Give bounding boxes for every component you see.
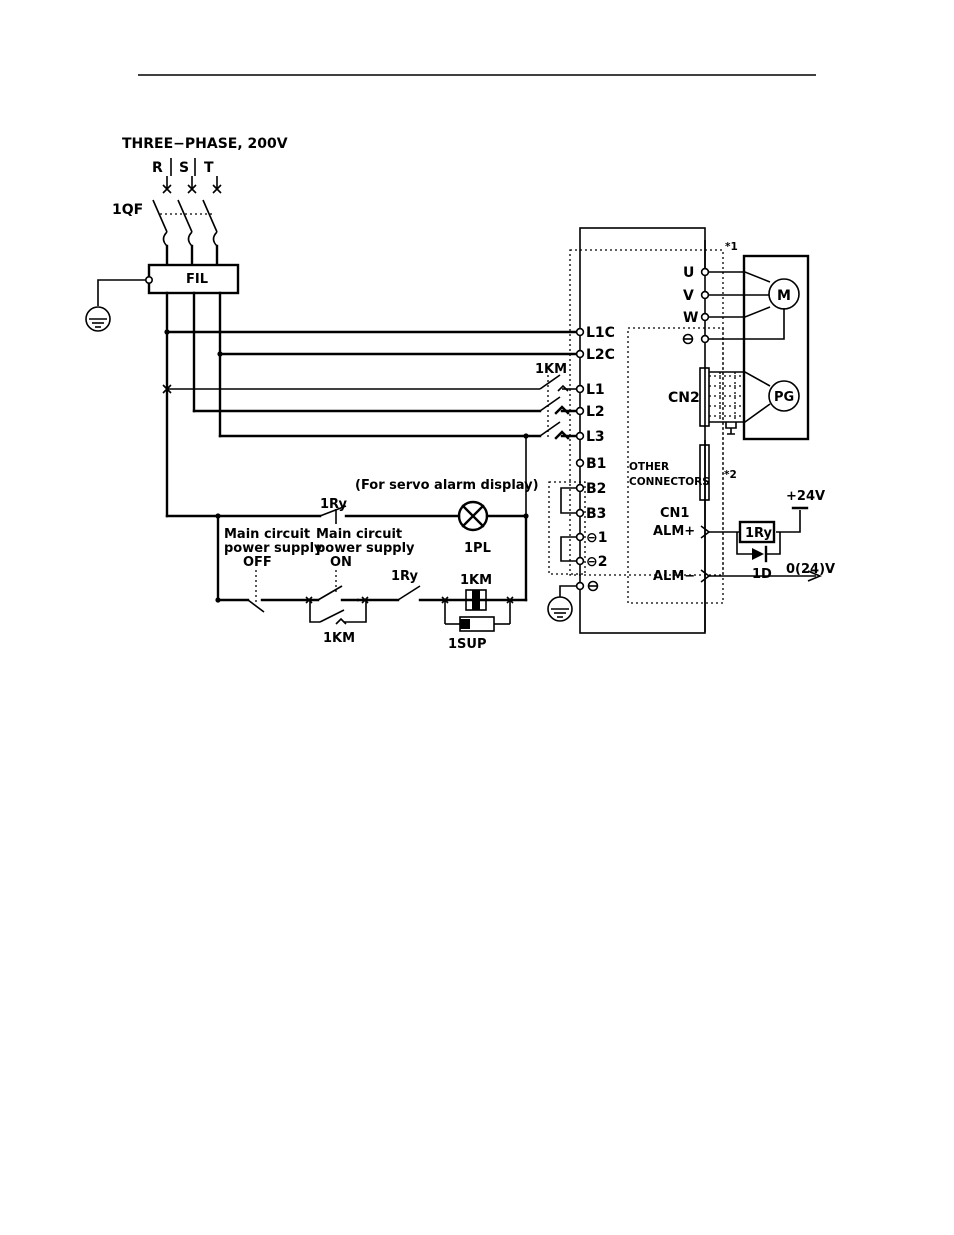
motor-symbol: [768, 278, 800, 310]
alarm-lamp-wiring: [165, 513, 529, 519]
terminal-l1: L1: [586, 382, 605, 398]
filter-ground-wire: [97, 279, 146, 306]
phase-s-label: S: [179, 160, 189, 176]
filter-ground-terminal: [145, 275, 154, 284]
relay-contact-label: 1Ry: [320, 497, 347, 512]
supply-title: THREE−PHASE, 200V: [122, 136, 288, 152]
relay-coil: [738, 520, 776, 544]
servo-ground-wire: [559, 585, 577, 597]
other-connectors-line2: CONNECTORS: [629, 476, 710, 488]
motor-label: M: [777, 288, 791, 304]
terminal-w: W: [683, 310, 698, 326]
on-switch-state: ON: [330, 555, 352, 570]
cn2-label: CN2: [668, 390, 700, 406]
terminal-u: U: [683, 265, 694, 281]
regen-jumper-links: [548, 481, 586, 575]
relay-coil-label: 1Ry: [745, 526, 772, 541]
encoder-label: PG: [774, 390, 794, 405]
zero24-label: 0(24)V: [786, 562, 835, 577]
contactor-coil-label: 1KM: [460, 573, 492, 588]
lamp-label: 1PL: [464, 541, 491, 556]
terminal-minus2: ⊖2: [586, 554, 607, 570]
servo-ground-terminal-icon: [587, 580, 599, 592]
other-connectors-line1: OTHER: [629, 461, 669, 473]
pilot-lamp-icon: [457, 500, 489, 532]
note-1: *1: [725, 241, 738, 253]
note-2: *2: [724, 469, 737, 481]
surge-suppressor-label: 1SUP: [448, 637, 487, 652]
relay-1ry-no-contact: [397, 585, 421, 601]
diode-symbol: [752, 545, 768, 563]
terminal-v: V: [683, 288, 694, 304]
off-switch-line1: Main circuit: [224, 527, 310, 542]
servo-output-ground-icon: [682, 333, 694, 345]
phase-r-label: R: [152, 160, 163, 176]
cn2-connector: [699, 367, 710, 427]
terminal-l2c: L2C: [586, 347, 615, 363]
diode-label: 1D: [752, 567, 772, 582]
encoder-symbol: [768, 380, 800, 412]
surge-suppressor: [459, 616, 495, 632]
terminal-l2: L2: [586, 404, 605, 420]
other-connectors-block: [699, 444, 710, 501]
cn1-label: CN1: [660, 506, 689, 521]
supply-terminals: [162, 176, 222, 194]
servo-ground-icon: [547, 596, 573, 622]
relay-1ry-nc-contact: [319, 505, 347, 524]
on-switch-line1: Main circuit: [316, 527, 402, 542]
breaker-1qf: [152, 199, 219, 266]
contactor-aux-label: 1KM: [323, 631, 355, 646]
terminal-b3: B3: [586, 506, 606, 522]
motor-enclosure: [742, 254, 810, 441]
servo-pack-dotted-boundary: [569, 249, 724, 576]
off-switch-line2: power supply: [224, 541, 323, 556]
contactor-1km-coil: [444, 589, 511, 625]
plus24-label: +24V: [786, 489, 825, 504]
breaker-label: 1QF: [112, 202, 143, 218]
filter-ground-icon: [85, 306, 111, 332]
relay-label: 1Ry: [391, 569, 418, 584]
contactor-1km-aux-contact: [309, 600, 367, 625]
alarm-output-wiring: [700, 506, 823, 583]
alm-minus-label: ALM−: [653, 569, 695, 584]
terminal-minus1: ⊖1: [586, 530, 607, 546]
terminal-b2: B2: [586, 481, 606, 497]
terminal-l3: L3: [586, 429, 605, 445]
off-pushbutton-nc: [247, 570, 265, 613]
contactor-1km-main-contacts: [539, 374, 579, 440]
on-switch-line2: power supply: [316, 541, 415, 556]
servo-pack: [579, 227, 706, 634]
alarm-note: (For servo alarm display): [355, 478, 539, 493]
filter-label: FIL: [186, 272, 208, 287]
terminal-l1c: L1C: [586, 325, 615, 341]
terminal-b1: B1: [586, 456, 606, 472]
control-circuit-terminals: [305, 596, 514, 604]
off-switch-state: OFF: [243, 555, 272, 570]
encoder-wiring: [709, 371, 771, 435]
contactor-label: 1KM: [535, 362, 567, 377]
alm-plus-label: ALM+: [653, 524, 695, 539]
motor-wiring: [708, 271, 785, 340]
phase-t-label: T: [204, 160, 214, 176]
main-power-wiring: [162, 291, 579, 518]
on-pushbutton-no: [317, 570, 360, 602]
